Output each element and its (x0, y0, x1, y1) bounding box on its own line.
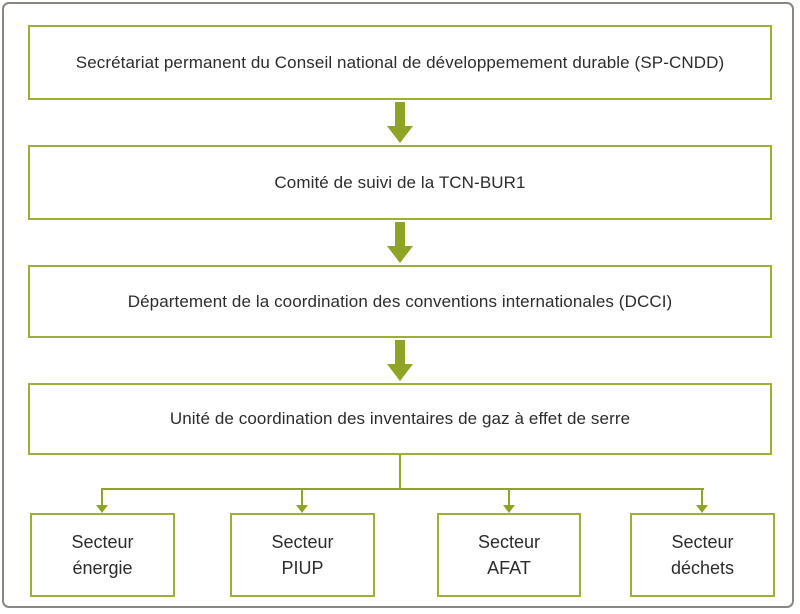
arrow-stem (395, 222, 405, 246)
node-comite-suivi: Comité de suivi de la TCN-BUR1 (28, 145, 772, 220)
node-label: Secteur PIUP (271, 532, 334, 578)
node-secteur-dechets: Secteur déchets (630, 513, 775, 597)
branch-arrow-down-icon (101, 488, 103, 506)
arrow-stem (395, 102, 405, 126)
node-label: Secteur déchets (670, 532, 735, 578)
branch-arrow-head (503, 505, 515, 513)
branch-arrow-head (296, 505, 308, 513)
node-secteur-afat: Secteur AFAT (437, 513, 581, 597)
node-label: Comité de suivi de la TCN-BUR1 (274, 172, 526, 192)
arrow-head (387, 126, 413, 143)
node-dcci: Département de la coordination des conve… (28, 265, 772, 338)
node-secteur-piup: Secteur PIUP (230, 513, 375, 597)
node-label: Secrétariat permanent du Conseil nationa… (75, 52, 725, 72)
connector-horizontal (102, 488, 704, 490)
arrow-down-icon (387, 102, 413, 143)
branch-arrow-head (696, 505, 708, 513)
arrow-stem (395, 340, 405, 364)
connector-stem (399, 455, 401, 489)
arrow-down-icon (387, 222, 413, 263)
branch-arrow-head (96, 505, 108, 513)
branch-arrow-down-icon (508, 488, 510, 506)
node-sp-cndd: Secrétariat permanent du Conseil nationa… (28, 25, 772, 100)
arrow-down-icon (387, 340, 413, 381)
node-label: Secteur AFAT (477, 532, 541, 578)
node-unite-coordination: Unité de coordination des inventaires de… (28, 383, 772, 455)
node-label: Département de la coordination des conve… (127, 291, 673, 311)
node-label: Unité de coordination des inventaires de… (169, 409, 631, 428)
node-secteur-energie: Secteur énergie (30, 513, 175, 597)
branch-arrow-down-icon (301, 488, 303, 506)
node-label: Secteur énergie (71, 532, 134, 578)
arrow-head (387, 364, 413, 381)
arrow-head (387, 246, 413, 263)
branch-arrow-down-icon (701, 488, 703, 506)
